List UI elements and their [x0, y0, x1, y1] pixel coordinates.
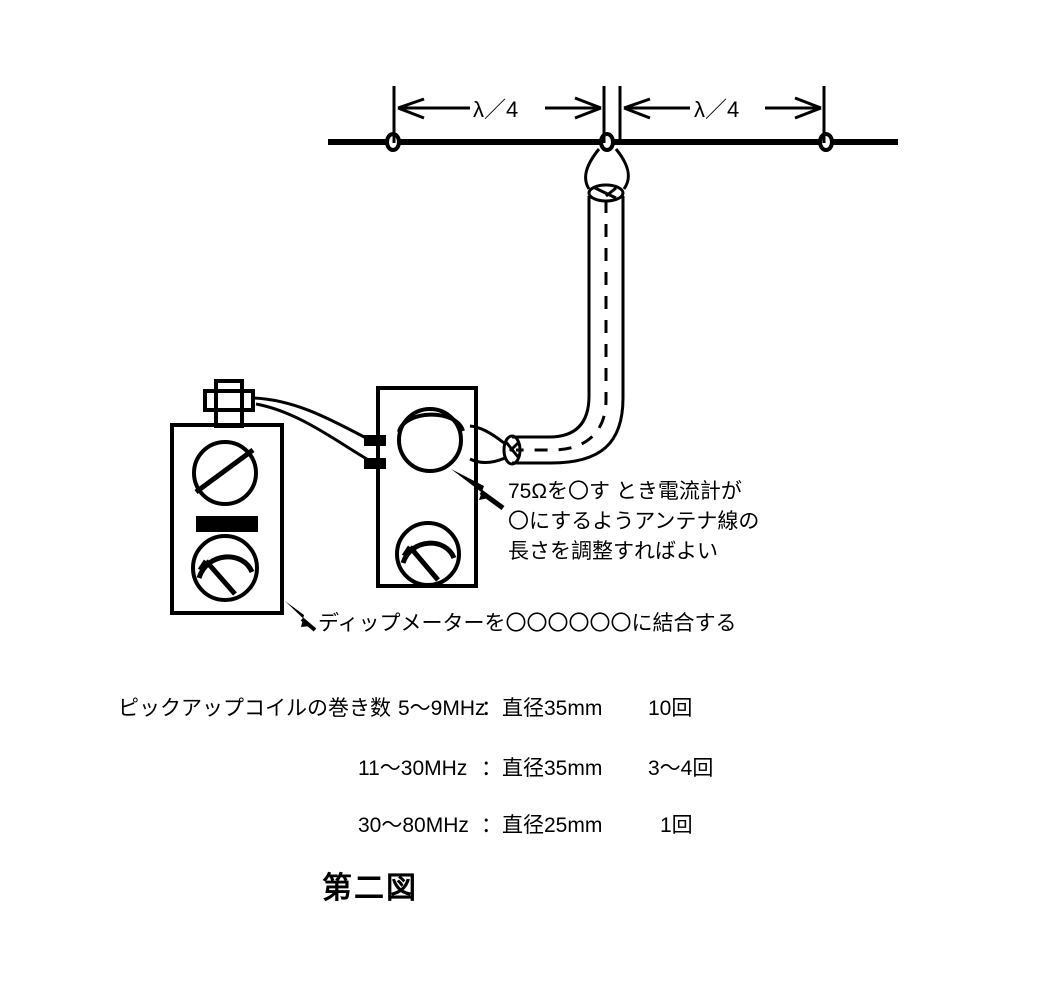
instrument-terminal-top	[364, 435, 386, 446]
dipmeter-caption: ディップメーターを〇〇〇〇〇〇に結合する	[318, 612, 737, 635]
coil-row-0-range: 5〜9MHz	[398, 697, 486, 720]
pickup-coil	[397, 407, 463, 473]
coil-row-0-diameter-sep: ：	[481, 697, 502, 720]
coupling-wires	[253, 396, 373, 464]
dip-meter-scale-window	[196, 516, 258, 532]
coil-row-2-range: 30〜80MHz	[358, 814, 469, 837]
coil-row-2-diameter: 直径25mm	[502, 814, 602, 837]
dip-meter-gauge	[191, 534, 259, 602]
dimension-label-left: λ／4	[473, 97, 518, 122]
coil-row-2-turns: 1回	[660, 814, 693, 837]
coil-row-0-turns: 10回	[648, 697, 692, 720]
left-end-insulator	[385, 132, 401, 152]
center-insulator	[599, 132, 615, 152]
dimension-arrow-left	[397, 96, 602, 120]
dip-meter-tuning-dial	[192, 440, 258, 506]
pickup-coil-pointer-arrow	[451, 469, 505, 511]
impedance-note-line-3: 長さを調整すればよい	[508, 540, 718, 563]
coaxial-feedline	[502, 183, 625, 466]
coil-row-1-diameter: 直径35mm	[502, 757, 602, 780]
coil-table-heading: ピックアップコイルの巻き数	[118, 697, 391, 720]
instrument-terminal-bottom	[364, 458, 386, 469]
coax-to-instrument-lead	[469, 424, 506, 465]
coil-row-2-diameter-sep: ：	[481, 814, 502, 837]
figure-title: 第二図	[322, 871, 418, 905]
dip-meter	[170, 379, 284, 615]
coil-row-1-turns: 3〜4回	[648, 757, 713, 780]
impedance-note-line-1: 75Ωを〇す とき電流計が	[508, 480, 742, 503]
coil-row-0-diameter: 直径35mm	[502, 697, 602, 720]
feed-leads	[584, 148, 630, 190]
coil-row-1-range: 11〜30MHz	[358, 757, 467, 780]
dimension-label-right: λ／4	[694, 97, 739, 122]
instrument-gauge	[395, 521, 461, 587]
right-end-insulator	[818, 132, 834, 152]
impedance-note-line-2: 〇にするようアンテナ線の	[508, 510, 759, 533]
dimension-arrow-right	[623, 96, 822, 120]
coil-row-1-diameter-sep: ：	[481, 757, 502, 780]
dip-meter-pointer-arrow	[285, 601, 317, 632]
current-meter-instrument	[364, 386, 478, 588]
